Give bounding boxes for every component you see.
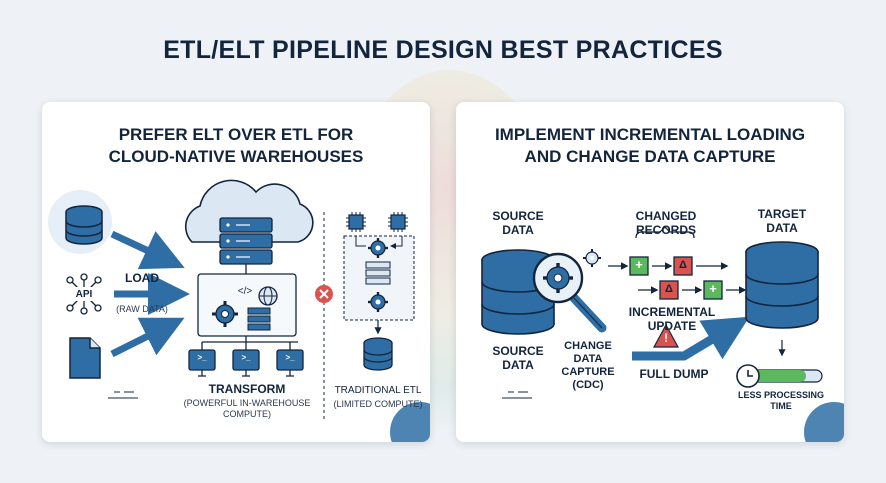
delta-symbol-2: Δ	[665, 283, 673, 295]
warning-icon	[652, 323, 680, 348]
traditional-etl-sub: (LIMITED COMPUTE)	[333, 399, 423, 409]
plus-symbol-1: +	[635, 257, 643, 272]
api-label: API	[75, 289, 93, 300]
monitor-glyph-1: >_	[197, 353, 207, 362]
elt-panel-title-line1: PREFER ELT OVER ETL FOR	[118, 125, 354, 144]
chip-icon-2	[388, 212, 408, 232]
less-processing-time-line2: TIME	[770, 401, 792, 411]
small-server-icon	[365, 261, 391, 285]
full-dump-label: FULL DUMP	[639, 367, 709, 381]
cdc-label-line4: (CDC)	[572, 379, 604, 391]
cdc-panel: IMPLEMENT INCREMENTAL LOADING AND CHANGE…	[456, 102, 844, 442]
monitor-icon-2	[232, 349, 260, 377]
cdc-label-line3: CAPTURE	[561, 366, 615, 378]
cdc-label-line2: DATA	[573, 353, 603, 365]
decor-blob-corner	[390, 402, 430, 442]
cloud-icon	[184, 179, 314, 243]
globe-icon	[258, 286, 278, 306]
small-gear-icon-2	[368, 292, 388, 312]
change-row-1	[608, 256, 729, 276]
elt-panel-title-line2: CLOUD-NATIVE WAREHOUSES	[108, 147, 364, 166]
cdc-panel-title-line2: AND CHANGE DATA CAPTURE	[524, 147, 776, 166]
transform-label: TRANSFORM	[208, 382, 286, 396]
source-data-top-line1: SOURCE	[492, 209, 544, 223]
decor-blob-corner	[804, 402, 844, 442]
cdc-panel-title-line1: IMPLEMENT INCREMENTAL LOADING	[494, 125, 806, 144]
database-icon	[65, 205, 103, 245]
code-glyph: </>	[237, 286, 253, 297]
server-stack-icon	[219, 217, 273, 265]
footnote-marks	[108, 391, 138, 399]
incremental-update-line1: INCREMENTAL	[628, 305, 716, 319]
document-icon	[69, 337, 101, 379]
api-icon	[66, 273, 102, 315]
warning-symbol: !	[664, 331, 668, 345]
change-row-2	[638, 280, 747, 300]
page-title: ETL/ELT PIPELINE DESIGN BEST PRACTICES	[163, 36, 723, 64]
monitor-connectors	[201, 336, 298, 350]
target-data-line1: TARGET	[757, 207, 807, 221]
clock-icon	[736, 364, 760, 388]
source-database-icon	[481, 249, 555, 335]
raw-data-label: (RAW DATA)	[116, 304, 168, 314]
cdc-gear-icon	[543, 263, 573, 293]
transform-sub-line1: (POWERFUL IN-WAREHOUSE	[183, 398, 311, 408]
target-database-icon	[745, 241, 819, 329]
footnote-marks	[502, 391, 532, 399]
chip-icon-1	[346, 212, 366, 232]
elt-diagram-art	[48, 179, 430, 442]
small-gear-icon	[583, 249, 601, 267]
load-label: LOAD	[125, 271, 159, 285]
source-data-top-line2: DATA	[502, 223, 534, 237]
mini-server-icon	[247, 307, 271, 331]
source-data-bottom-line2: DATA	[502, 358, 534, 372]
elt-panel: PREFER ELT OVER ETL FOR CLOUD-NATIVE WAR…	[42, 102, 430, 442]
delta-symbol-1: Δ	[679, 259, 687, 271]
changed-records-line1: CHANGED	[635, 209, 697, 223]
source-data-bottom-line1: SOURCE	[492, 344, 544, 358]
transform-sub-line2: COMPUTE)	[223, 409, 271, 419]
compute-box	[197, 264, 297, 337]
incremental-update-line2: UPDATE	[647, 319, 697, 333]
less-processing-time-line1: LESS PROCESSING	[737, 390, 825, 400]
records-bracket	[635, 226, 695, 239]
load-arrows	[110, 230, 190, 358]
monitor-icon-3	[276, 349, 304, 377]
plus-symbol-2: +	[709, 281, 717, 296]
small-gear-icon-1	[368, 238, 388, 258]
full-dump-arrow	[632, 316, 750, 361]
traditional-etl-label: TRADITIONAL ETL	[334, 385, 422, 396]
monitor-glyph-3: >_	[285, 353, 295, 362]
etl-database-icon	[363, 337, 393, 371]
cdc-diagram-art	[481, 226, 844, 442]
changed-records-line2: RECORDS	[635, 223, 696, 237]
cdc-label-line1: CHANGE	[564, 340, 612, 352]
target-data-line2: DATA	[766, 221, 798, 235]
monitor-glyph-2: >_	[241, 353, 251, 362]
gear-icon	[212, 301, 238, 327]
monitor-icon-1	[188, 349, 216, 377]
reject-x-icon	[315, 285, 333, 303]
